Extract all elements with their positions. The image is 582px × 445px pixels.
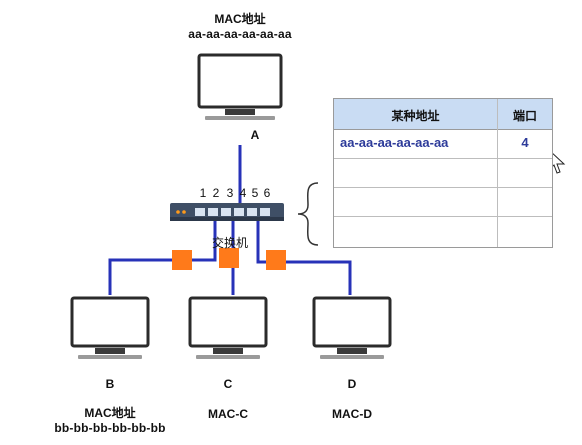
header-address: 某种地址	[391, 109, 440, 123]
port-6: 6	[263, 186, 271, 200]
row-port: 4	[521, 135, 529, 150]
host-d-label: D	[347, 377, 357, 391]
port-5: 5	[251, 186, 259, 200]
frame-packet-1	[172, 250, 192, 270]
column-divider	[497, 99, 498, 247]
host-b-mac-value: bb-bb-bb-bb-bb-bb	[54, 421, 166, 435]
host-c-label: C	[223, 377, 233, 391]
link-switch-d	[256, 220, 352, 295]
port-2: 2	[212, 186, 220, 200]
host-b-mac-title: MAC地址	[84, 406, 136, 420]
link-switch-b	[108, 220, 217, 295]
table-row	[334, 158, 552, 188]
host-d-mac-value: MAC-D	[332, 407, 372, 421]
brace-icon	[297, 182, 319, 246]
table-row	[334, 216, 552, 246]
host-b-label: B	[105, 377, 115, 391]
monitor-a-icon	[197, 53, 283, 120]
frame-packet-3	[266, 250, 286, 270]
table-row: aa-aa-aa-aa-aa-aa 4	[334, 129, 552, 158]
mac-address-table: 某种地址 端口 aa-aa-aa-aa-aa-aa 4	[333, 98, 553, 248]
frame-packet-2	[219, 248, 239, 268]
port-4: 4	[239, 186, 247, 200]
table-header: 某种地址 端口	[334, 99, 552, 130]
header-port: 端口	[512, 109, 537, 123]
table-row	[334, 187, 552, 217]
port-3: 3	[226, 186, 234, 200]
monitor-c-icon	[188, 296, 268, 359]
row-address: aa-aa-aa-aa-aa-aa	[340, 135, 449, 150]
switch-icon	[170, 203, 284, 221]
switch-label: 交换机	[211, 236, 248, 250]
host-a-mac-title: MAC地址	[214, 12, 266, 26]
monitor-b-icon	[70, 296, 150, 359]
host-a-mac-value: aa-aa-aa-aa-aa-aa	[188, 27, 292, 41]
host-c-mac-value: MAC-C	[208, 407, 248, 421]
host-a-label: A	[250, 128, 260, 142]
monitor-d-icon	[312, 296, 392, 359]
port-1: 1	[199, 186, 207, 200]
